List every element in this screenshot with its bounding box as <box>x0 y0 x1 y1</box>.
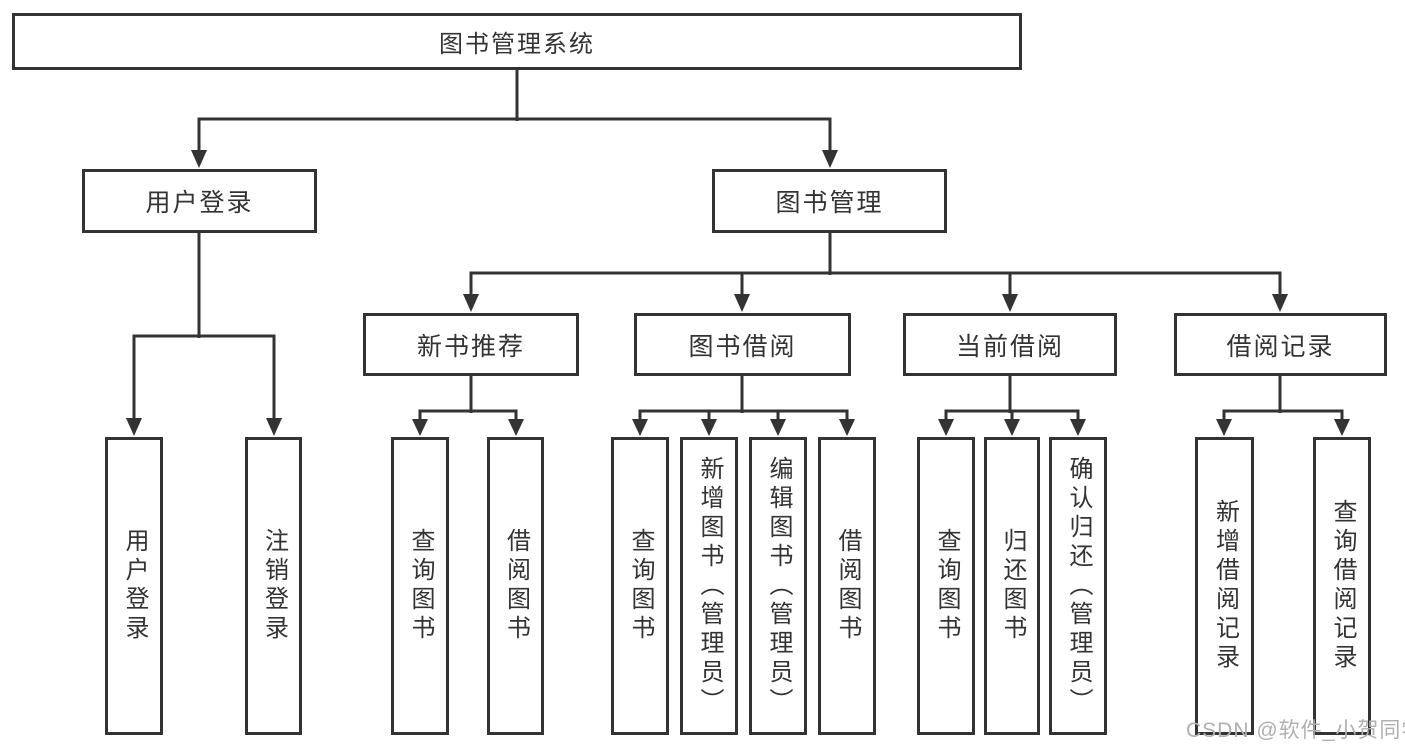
leaf-query-books-borrow: 查询图书 <box>611 437 669 735</box>
node-label: 借阅记录 <box>1226 332 1335 361</box>
node-label: 图书借阅 <box>688 332 797 361</box>
arrowhead <box>508 419 524 436</box>
node-book-borrow: 图书借阅 <box>634 313 851 376</box>
arrowhead <box>1002 294 1018 312</box>
arrowhead <box>1070 419 1086 436</box>
edge-records-bar <box>1222 409 1344 423</box>
node-user-login: 用户登录 <box>82 169 317 233</box>
arrowhead <box>1004 419 1020 436</box>
leaf-label: 借阅图书 <box>502 528 530 644</box>
edge-bookmgmt-bar <box>469 271 1282 298</box>
arrowhead <box>266 418 282 436</box>
leaf-label: 新增图书（管理员） <box>696 455 723 717</box>
edge-userlogin-bar <box>132 334 276 422</box>
leaf-add-borrow-record: 新增借阅记录 <box>1195 437 1254 735</box>
node-borrow-records: 借阅记录 <box>1174 313 1387 376</box>
arrowhead <box>1272 294 1288 312</box>
node-new-book-recommend: 新书推荐 <box>363 313 579 376</box>
leaf-query-borrow-record: 查询借阅记录 <box>1313 437 1371 735</box>
node-label: 当前借阅 <box>955 332 1064 361</box>
arrowhead <box>632 419 648 436</box>
arrowhead <box>822 150 838 168</box>
node-label: 新书推荐 <box>416 332 525 361</box>
leaf-borrow-books: 借阅图书 <box>818 437 876 735</box>
arrowhead <box>938 419 954 436</box>
node-library-management-system: 图书管理系统 <box>12 13 1022 70</box>
node-label: 图书管理 <box>775 189 884 217</box>
leaf-label: 查询图书 <box>627 528 654 644</box>
edge-newbook-bar <box>418 409 518 423</box>
leaf-query-books-current: 查询图书 <box>917 437 975 735</box>
arrowhead <box>191 150 207 168</box>
leaf-confirm-return-admin: 确认归还（管理员） <box>1049 437 1107 735</box>
arrowhead <box>126 418 142 436</box>
leaf-add-book-admin: 新增图书（管理员） <box>680 437 738 735</box>
leaf-label: 用户登录 <box>121 528 148 644</box>
leaf-label: 查询图书 <box>933 528 960 644</box>
arrowhead <box>1334 419 1350 436</box>
arrowhead <box>701 419 717 436</box>
leaf-label: 归还图书 <box>999 528 1026 644</box>
node-label: 图书管理系统 <box>439 31 595 58</box>
leaf-label: 确认归还（管理员） <box>1065 455 1092 717</box>
leaf-return-book: 归还图书 <box>984 437 1040 735</box>
arrowhead <box>770 419 786 436</box>
edge-root-bar <box>197 117 832 154</box>
arrowhead <box>412 419 428 436</box>
node-book-management: 图书管理 <box>712 169 947 233</box>
node-current-borrow: 当前借阅 <box>903 313 1117 376</box>
node-label: 用户登录 <box>145 189 254 217</box>
leaf-label: 借阅图书 <box>834 528 861 644</box>
leaf-label: 查询借阅记录 <box>1329 499 1356 673</box>
leaf-label: 注销登录 <box>260 528 288 644</box>
leaf-edit-book-admin: 编辑图书（管理员） <box>749 437 807 735</box>
edge-borrow-bar <box>638 409 849 423</box>
leaf-logout: 注销登录 <box>245 437 302 735</box>
arrowhead <box>734 294 750 312</box>
leaf-query-books-recommend: 查询图书 <box>391 437 449 735</box>
leaf-label: 新增借阅记录 <box>1211 499 1239 673</box>
leaf-label: 编辑图书（管理员） <box>765 455 792 717</box>
csdn-watermark: CSDN @软件_小贺同学 <box>1186 719 1405 742</box>
arrowhead <box>1216 419 1232 436</box>
arrowhead <box>463 294 479 312</box>
leaf-label: 查询图书 <box>407 528 434 644</box>
leaf-borrow-books-recommend: 借阅图书 <box>487 437 544 735</box>
leaf-user-login: 用户登录 <box>105 437 163 735</box>
arrowhead <box>839 419 855 436</box>
